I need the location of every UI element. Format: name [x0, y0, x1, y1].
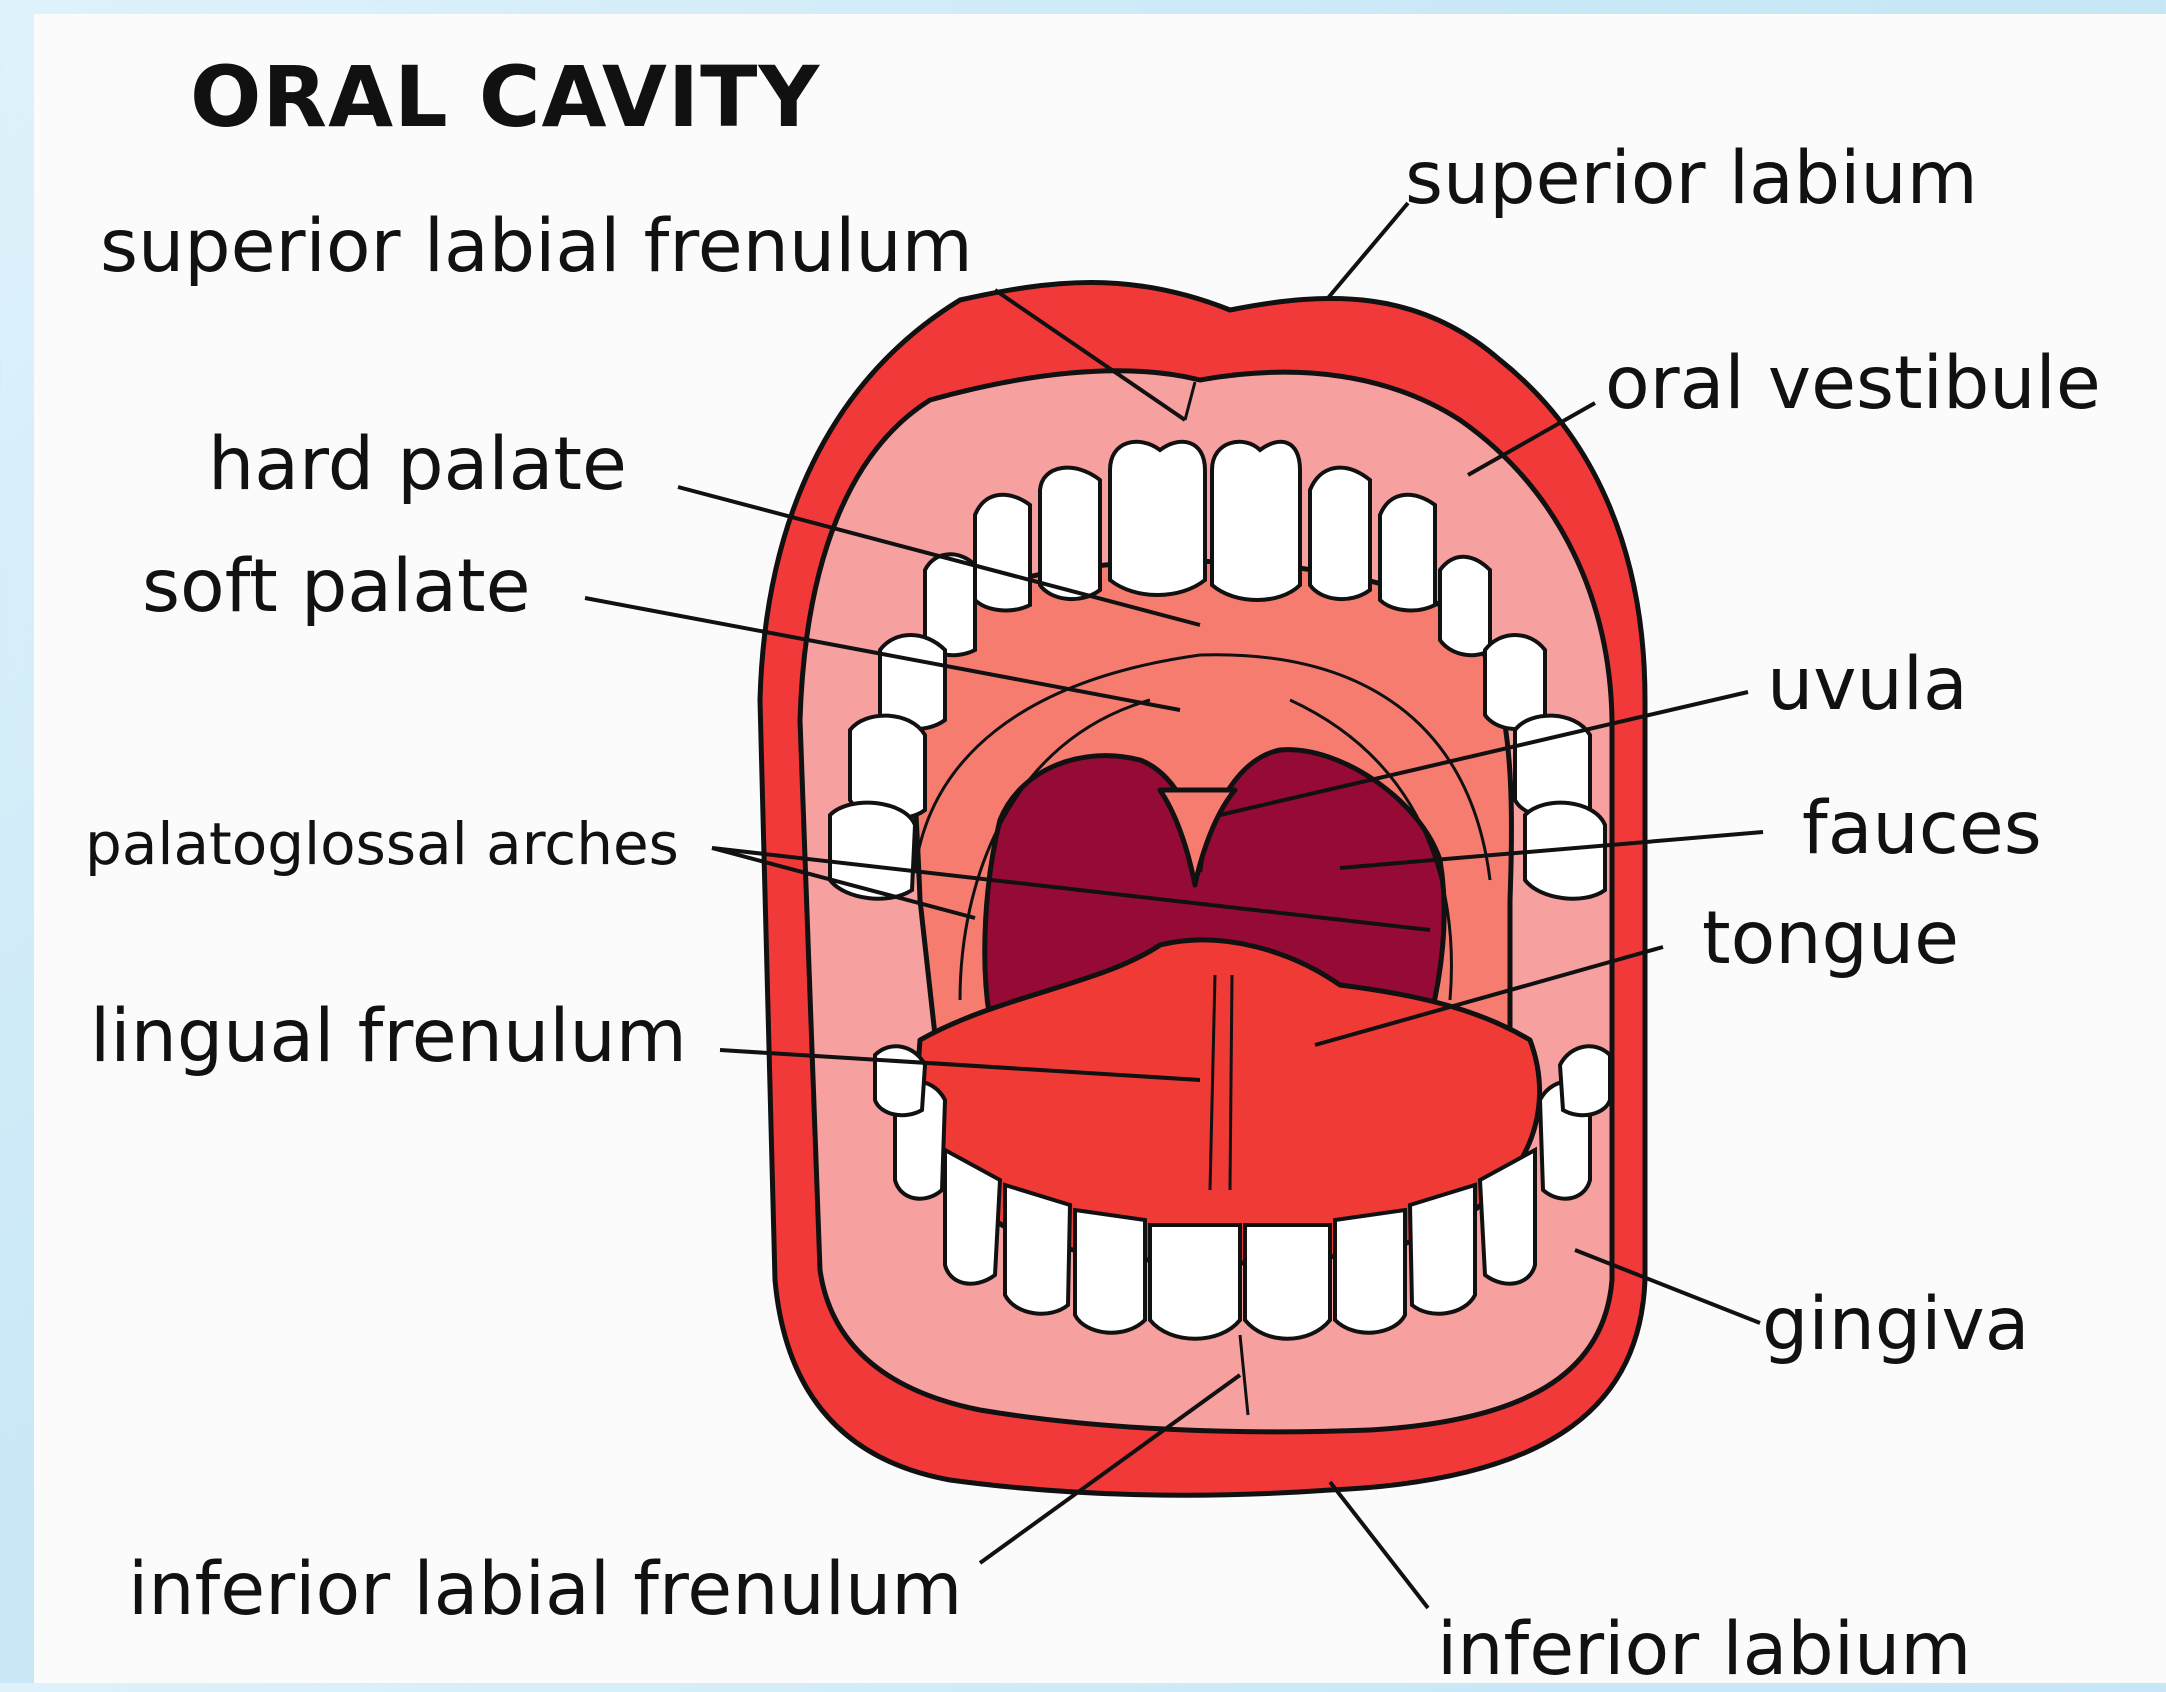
- label-inferior-labial-frenulum: inferior labial frenulum: [128, 1553, 962, 1626]
- label-gingiva: gingiva: [1762, 1288, 2029, 1361]
- label-uvula: uvula: [1767, 648, 1968, 721]
- label-inferior-labium: inferior labium: [1437, 1613, 1971, 1686]
- label-soft-palate: soft palate: [142, 550, 531, 623]
- label-superior-labial-frenulum: superior labial frenulum: [100, 210, 973, 283]
- leader-inferior-labium: [1330, 1482, 1428, 1608]
- label-fauces: fauces: [1802, 792, 2042, 865]
- label-palatoglossal-arches: palatoglossal arches: [85, 815, 679, 873]
- diagram-title: ORAL CAVITY: [190, 55, 820, 139]
- label-hard-palate: hard palate: [208, 428, 627, 501]
- label-oral-vestibule: oral vestibule: [1605, 347, 2101, 420]
- label-superior-labium: superior labium: [1405, 142, 1978, 215]
- label-lingual-frenulum: lingual frenulum: [90, 1000, 687, 1073]
- leader-superior-labium: [1328, 203, 1408, 298]
- label-tongue: tongue: [1702, 902, 1959, 975]
